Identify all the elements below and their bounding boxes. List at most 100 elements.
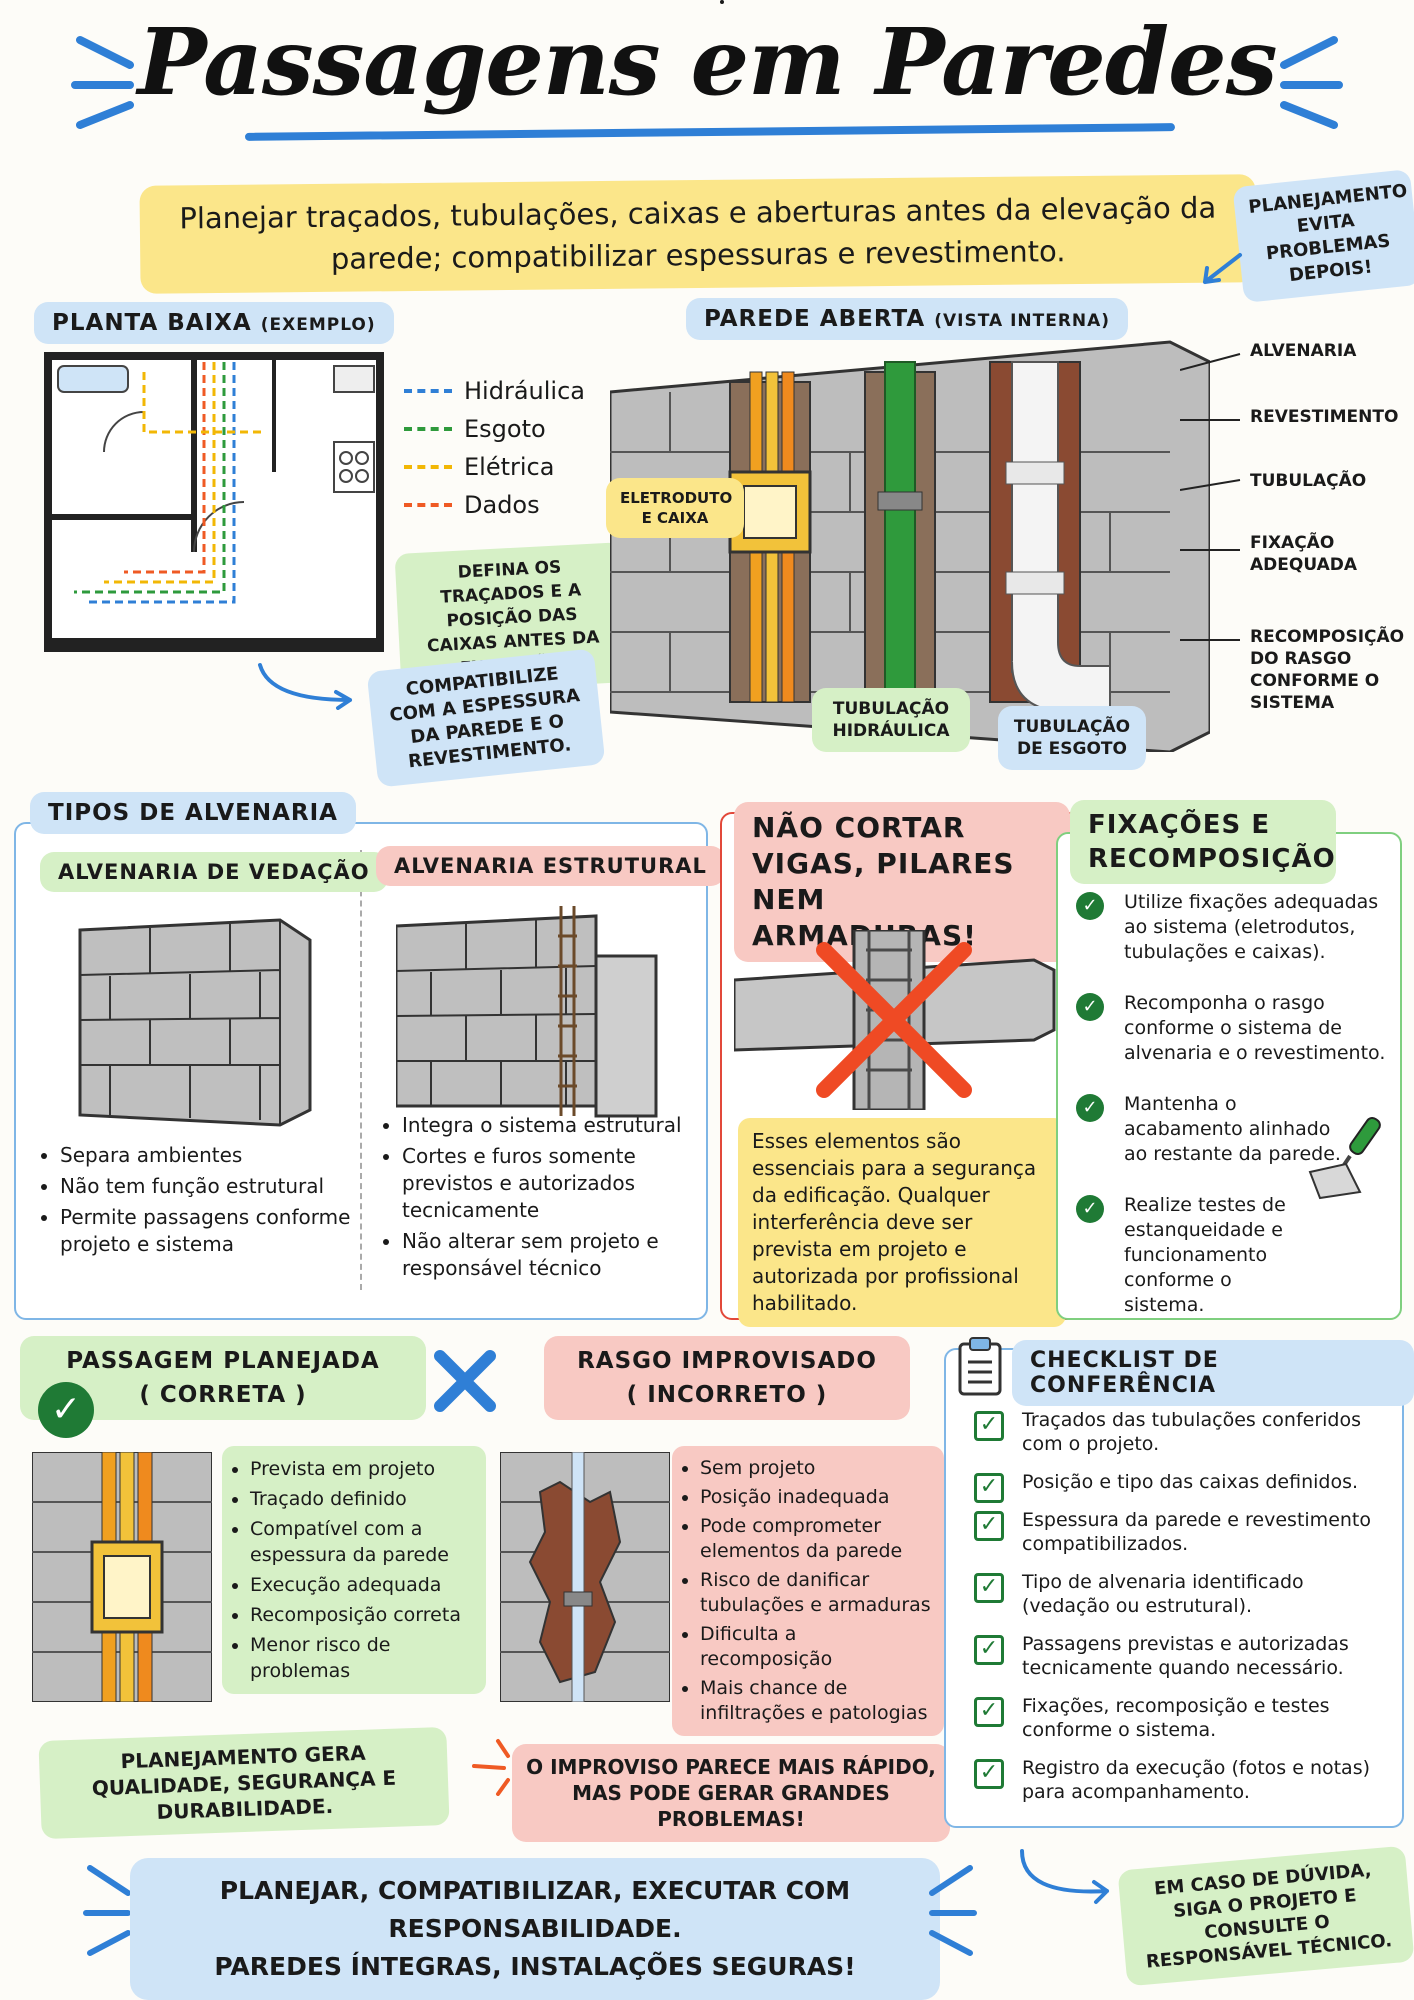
checkbox-icon: ✓: [974, 1635, 1004, 1665]
list-item: Menor risco de problemas: [250, 1632, 476, 1684]
warning-panel: [720, 0, 724, 4]
improvised-footer: O IMPROVISO PARECE MAIS RÁPIDO, MAS PODE…: [512, 1744, 950, 1842]
list-item: ✓Mantenha o acabamento alinhado ao resta…: [1076, 1092, 1386, 1167]
title-rays-left: [70, 30, 150, 130]
plan-section-title: PLANTA BAIXA (EXEMPLO): [34, 302, 394, 344]
vedacao-list: Separa ambientes Não tem função estrutur…: [36, 1142, 356, 1262]
check-icon: ✓: [1076, 1195, 1104, 1223]
plan-note-compat: COMPATIBILIZE COM A ESPESSURA DA PAREDE …: [366, 648, 606, 788]
checkbox-icon: ✓: [974, 1573, 1004, 1603]
fix-panel: [1056, 832, 1402, 1320]
list-item: ✓Espessura da parede e revestimento comp…: [974, 1508, 1384, 1556]
improvised-wall-drawing: [499, 1451, 671, 1703]
list-item: Permite passagens conforme projeto e sis…: [60, 1204, 356, 1258]
checklist-panel: [944, 1348, 1404, 1828]
estrutural-wall-drawing: [394, 906, 666, 1126]
check-icon: ✓: [1076, 892, 1104, 920]
estrutural-list: Integra o sistema estrutural Cortes e fu…: [378, 1112, 698, 1286]
title-underline: [244, 123, 1176, 141]
checkbox-icon: ✓: [974, 1473, 1004, 1503]
open-wall-drawing: [608, 332, 1212, 754]
alert-rays-icon: [468, 1736, 512, 1796]
list-item: ✓Utilize fixações adequadas ao sistema (…: [1076, 890, 1386, 965]
floor-plan-drawing: [44, 352, 384, 652]
callout-tubulacao: TUBULAÇÃO: [1250, 471, 1367, 491]
arrow-icon: [1195, 250, 1245, 290]
warning-title: NÃO CORTAR VIGAS, PILARES NEM ARMADURAS!: [734, 802, 1070, 962]
list-item: ✓Tipo de alvenaria identificado (vedação…: [974, 1570, 1384, 1618]
list-item: Mais chance de infiltrações e patologias: [700, 1676, 934, 1726]
list-item: Traçado definido: [250, 1486, 476, 1512]
check-circle-icon: ✓: [38, 1382, 94, 1438]
wall-label-hidraulica: TUBULAÇÃO HIDRÁULICA: [812, 688, 970, 752]
list-item: ✓Posição e tipo das caixas definidos.: [974, 1470, 1384, 1503]
arrow-icon: [1012, 1846, 1122, 1906]
footer-rays-right: [920, 1858, 980, 1958]
callout-alvenaria: ALVENARIA: [1250, 341, 1357, 361]
list-item: ✓Realize testes de estanqueidade e funci…: [1076, 1193, 1386, 1318]
plan-legend: Hidráulica Esgoto Elétrica Dados: [404, 372, 604, 524]
list-item: Integra o sistema estrutural: [402, 1112, 698, 1139]
checklist-list: ✓Traçados das tubulações conferidos com …: [974, 1408, 1384, 1818]
footer-note: EM CASO DE DÚVIDA, SIGA O PROJETO E CONS…: [1117, 1845, 1414, 1987]
checkbox-icon: ✓: [974, 1411, 1004, 1441]
planned-list: Prevista em projeto Traçado definido Com…: [222, 1446, 486, 1694]
list-item: Separa ambientes: [60, 1142, 356, 1169]
callout-revestimento: REVESTIMENTO: [1250, 407, 1399, 427]
footer-rays-left: [80, 1858, 140, 1958]
checkbox-icon: ✓: [974, 1511, 1004, 1541]
list-item: Recomposição correta: [250, 1602, 476, 1628]
planned-footer: PLANEJAMENTO GERA QUALIDADE, SEGURANÇA E…: [38, 1726, 450, 1840]
check-icon: ✓: [1076, 1094, 1104, 1122]
checkbox-icon: ✓: [974, 1759, 1004, 1789]
callout-recomposicao: RECOMPOSIÇÃO DO RASGO CONFORME O SISTEMA: [1250, 627, 1405, 713]
wall-label-esgoto: TUBULAÇÃO DE ESGOTO: [998, 706, 1146, 770]
list-item: Pode comprometer elementos da parede: [700, 1514, 934, 1564]
list-item: ✓Passagens previstas e autorizadas tecni…: [974, 1632, 1384, 1680]
wall-callout-lines: [1179, 340, 1250, 670]
list-item: Não alterar sem projeto e responsável té…: [402, 1228, 698, 1282]
check-icon: ✓: [1076, 993, 1104, 1021]
wall-label-eletroduto: ELETRODUTO E CAIXA: [606, 478, 744, 538]
vedacao-wall-drawing: [70, 910, 320, 1130]
list-item: Sem projeto: [700, 1456, 934, 1481]
planned-wall-drawing: [31, 1451, 213, 1703]
types-section-title: TIPOS DE ALVENARIA: [30, 792, 356, 834]
clipboard-icon: [956, 1336, 1004, 1396]
arrow-icon: [250, 660, 360, 710]
improvised-title: RASGO IMPROVISADO ( INCORRETO ): [544, 1336, 910, 1420]
list-item: ✓Fixações, recomposição e testes conform…: [974, 1694, 1384, 1742]
callout-fixacao: FIXAÇÃO ADEQUADA: [1250, 533, 1358, 575]
warning-text: Esses elementos são essenciais para a se…: [738, 1118, 1066, 1327]
versus-icon: [430, 1346, 500, 1416]
types-divider: [360, 850, 362, 1290]
legend-item: Dados: [404, 486, 604, 524]
improvised-list: Sem projeto Posição inadequada Pode comp…: [672, 1446, 944, 1736]
checkbox-icon: ✓: [974, 1697, 1004, 1727]
list-item: Execução adequada: [250, 1572, 476, 1598]
list-item: Prevista em projeto: [250, 1456, 476, 1482]
list-item: Risco de danificar tubulações e armadura…: [700, 1568, 934, 1618]
list-item: ✓Recomponha o rasgo conforme o sistema d…: [1076, 991, 1386, 1066]
title-rays-right: [1264, 30, 1344, 130]
list-item: Cortes e furos somente previstos e autor…: [402, 1143, 698, 1224]
legend-item: Esgoto: [404, 410, 604, 448]
list-item: ✓Traçados das tubulações conferidos com …: [974, 1408, 1384, 1456]
footer-banner: PLANEJAR, COMPATIBILIZAR, EXECUTAR COM R…: [130, 1858, 940, 2000]
legend-item: Elétrica: [404, 448, 604, 486]
checklist-title: CHECKLIST DE CONFERÊNCIA: [1012, 1340, 1414, 1406]
fix-title: FIXAÇÕES E RECOMPOSIÇÃO: [1070, 800, 1336, 884]
list-item: Dificulta a recomposição: [700, 1622, 934, 1672]
list-item: Posição inadequada: [700, 1485, 934, 1510]
top-note: PLANEJAMENTO EVITA PROBLEMAS DEPOIS!: [1232, 169, 1414, 303]
list-item: ✓Registro da execução (fotos e notas) pa…: [974, 1756, 1384, 1804]
trowel-icon: [1300, 1112, 1390, 1202]
page-subtitle: Planejar traçados, tubulações, caixas e …: [139, 174, 1257, 294]
wall-section-title: PAREDE ABERTA (VISTA INTERNA): [686, 298, 1129, 340]
page-title: Passagens em Paredes: [137, 8, 1278, 116]
beam-pillar-drawing: [732, 928, 1064, 1112]
vedacao-title: ALVENARIA DE VEDAÇÃO: [40, 852, 388, 892]
list-item: Não tem função estrutural: [60, 1173, 356, 1200]
list-item: Compatível com a espessura da parede: [250, 1516, 476, 1568]
legend-item: Hidráulica: [404, 372, 604, 410]
